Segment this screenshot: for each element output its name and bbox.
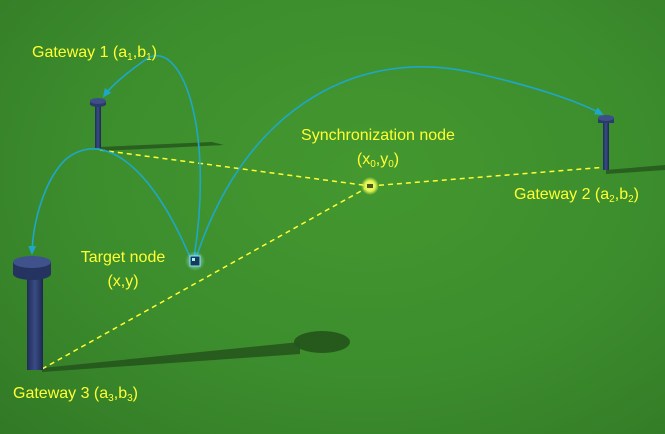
gateway2-shadow [606,165,665,174]
dashed-line-gw1-sync [99,149,371,187]
gateway1-antenna-pole-icon [90,98,106,148]
dashed-line-sync-gw2 [369,166,608,187]
gateway2-antenna-pole-icon [598,115,614,170]
gateway1-shadow [100,142,224,151]
target-node-title: Target node [80,249,166,266]
target-node-sensor-node-icon [185,251,205,271]
sync-node-coords: (x0,y0) [356,151,400,170]
target-node-coords: (x,y) [107,273,139,290]
sync-node-title: Synchronization node [301,127,455,144]
arc-target-to-gateway1 [102,55,202,259]
gateway1-label: Gateway 1 (a1,b1) [32,44,157,63]
target-node-label: Target node (x,y) [68,248,178,292]
sync-node-glowing-node-icon [361,177,379,195]
gateway3-label: Gateway 3 (a3,b3) [13,385,138,404]
gateway3-top-shadow [294,331,350,353]
sync-node-label: Synchronization node (x0,y0) [293,126,463,170]
arc-target-to-gateway3 [28,148,193,263]
arc-target-to-gateway2 [195,66,604,259]
gateway3-shadow [42,342,300,372]
gateway3-antenna-pole-icon [13,256,51,370]
gateway2-label: Gateway 2 (a2,b2) [514,186,639,205]
